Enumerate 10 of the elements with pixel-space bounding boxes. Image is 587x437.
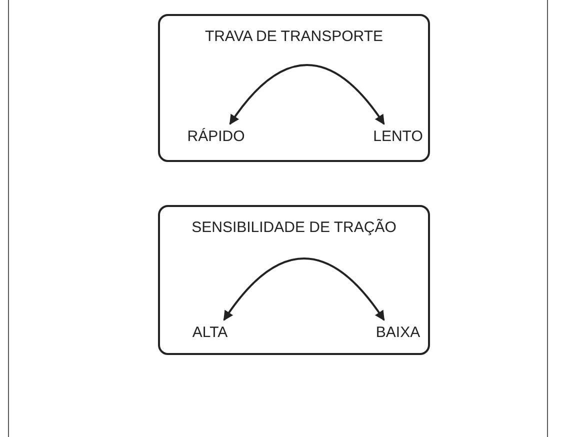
curved-double-arrow	[229, 64, 385, 125]
option-label: RÁPIDO	[171, 126, 261, 148]
curved-double-arrow	[223, 258, 385, 321]
panel-title: SENSIBILIDADE DE TRAÇÃO	[190, 218, 398, 238]
panel-title: TRAVA DE TRANSPORTE	[204, 27, 384, 47]
option-label: LENTO	[363, 126, 433, 148]
rounded-panel	[158, 205, 430, 355]
rounded-panel	[158, 14, 430, 162]
option-label: BAIXA	[363, 322, 433, 344]
option-label: ALTA	[175, 322, 245, 344]
